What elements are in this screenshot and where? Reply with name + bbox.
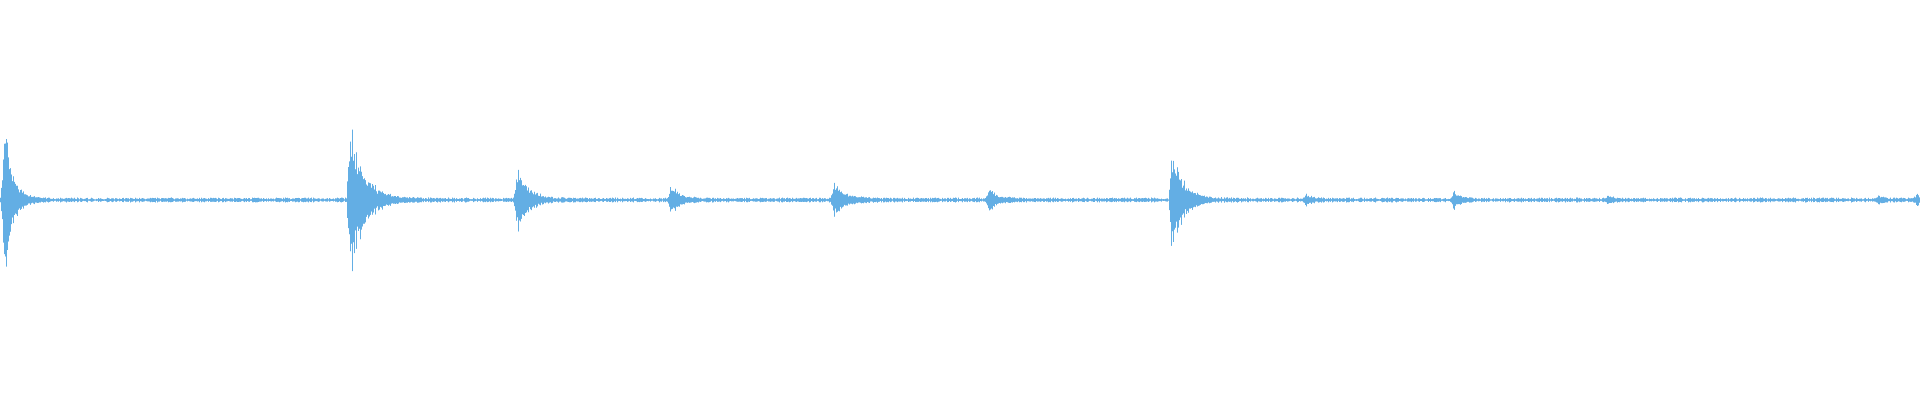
waveform-trace [0, 129, 1920, 272]
